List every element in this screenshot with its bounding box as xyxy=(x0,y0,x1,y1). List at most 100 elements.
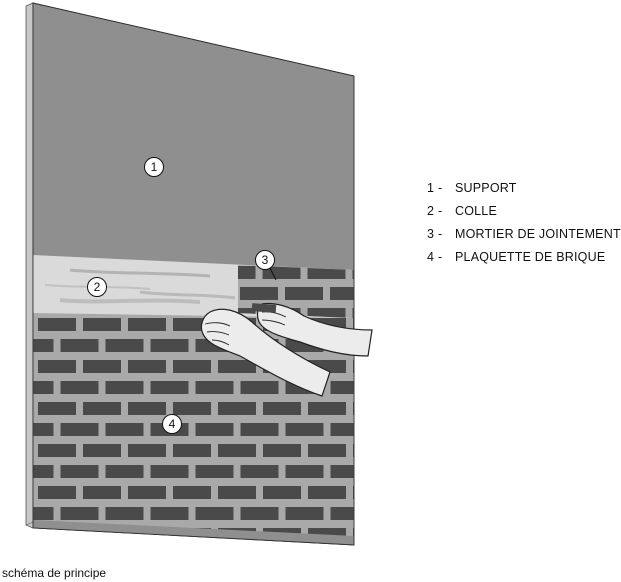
brick xyxy=(353,402,354,415)
brick xyxy=(240,423,279,436)
brick xyxy=(308,486,346,499)
brick xyxy=(128,402,166,415)
brick xyxy=(38,486,76,499)
callout-4: 4 xyxy=(162,414,182,434)
brick xyxy=(308,444,346,457)
held-brick-slip xyxy=(251,303,277,313)
brick xyxy=(0,528,31,541)
brick xyxy=(38,444,76,457)
brick xyxy=(240,287,278,300)
brick xyxy=(60,339,99,352)
brick xyxy=(307,308,346,318)
legend-label: COLLE xyxy=(455,204,497,218)
brick xyxy=(353,528,354,536)
brick xyxy=(263,444,301,457)
brick xyxy=(330,381,354,394)
brick xyxy=(218,486,256,499)
brick xyxy=(173,444,211,457)
brick xyxy=(83,360,121,373)
legend: 1-SUPPORT 2-COLLE 3-MORTIER DE JOINTEMEN… xyxy=(427,181,621,273)
brick xyxy=(195,507,234,520)
brick xyxy=(330,465,354,478)
brick xyxy=(218,444,256,457)
brick xyxy=(33,381,54,394)
callout-2-number: 2 xyxy=(94,280,101,294)
brick xyxy=(353,444,354,457)
callout-1: 1 xyxy=(144,157,164,177)
legend-number: 1 xyxy=(427,181,435,195)
brick xyxy=(83,318,121,331)
brick xyxy=(195,465,234,478)
brick xyxy=(263,486,301,499)
legend-label: SUPPORT xyxy=(455,181,517,195)
brick xyxy=(60,381,99,394)
brick xyxy=(173,402,211,415)
brick xyxy=(352,266,354,279)
legend-separator: - xyxy=(438,181,443,195)
left-arm xyxy=(200,308,331,397)
brick xyxy=(173,360,211,373)
brick xyxy=(240,507,279,520)
brick xyxy=(150,507,189,520)
brick xyxy=(352,308,354,318)
brick xyxy=(105,507,144,520)
brick xyxy=(33,339,54,352)
brick xyxy=(240,465,279,478)
legend-separator: - xyxy=(438,204,443,218)
brick xyxy=(38,360,76,373)
brick xyxy=(218,402,256,415)
brick xyxy=(173,486,211,499)
brick xyxy=(285,287,323,300)
diagram-caption: schéma de principe xyxy=(2,566,107,580)
brick xyxy=(353,360,354,373)
legend-label: PLAQUETTE DE BRIQUE xyxy=(455,250,606,264)
brick xyxy=(263,528,301,536)
callout-4-number: 4 xyxy=(169,417,176,431)
brick xyxy=(285,507,324,520)
legend-separator: - xyxy=(438,250,443,264)
brick xyxy=(105,465,144,478)
brick xyxy=(307,266,346,279)
brick xyxy=(60,423,99,436)
brick xyxy=(238,266,256,279)
legend-item-brique: 4-PLAQUETTE DE BRIQUE xyxy=(427,250,621,273)
brick xyxy=(195,381,234,394)
brick xyxy=(33,507,54,520)
brick xyxy=(240,381,279,394)
brick xyxy=(150,465,189,478)
brick xyxy=(105,423,144,436)
callout-2: 2 xyxy=(87,277,107,297)
brick xyxy=(308,528,346,536)
brick xyxy=(330,507,354,520)
legend-item-support: 1-SUPPORT xyxy=(427,181,621,204)
brick xyxy=(195,423,234,436)
legend-item-colle: 2-COLLE xyxy=(427,204,621,227)
brick xyxy=(150,381,189,394)
brick xyxy=(285,423,324,436)
legend-number: 4 xyxy=(427,250,435,264)
brick xyxy=(238,308,256,318)
brick xyxy=(128,318,166,331)
callout-3: 3 xyxy=(255,250,275,270)
brick xyxy=(330,287,354,300)
brick xyxy=(38,402,76,415)
brick xyxy=(60,465,99,478)
legend-number: 3 xyxy=(427,227,435,241)
callout-3-number: 3 xyxy=(262,253,269,267)
brick xyxy=(263,402,301,415)
brick xyxy=(105,381,144,394)
brick xyxy=(330,423,354,436)
brick xyxy=(128,486,166,499)
brick xyxy=(83,402,121,415)
brick xyxy=(33,465,54,478)
legend-separator: - xyxy=(438,227,443,241)
legend-item-mortier: 3-MORTIER DE JOINTEMENT xyxy=(427,227,621,250)
brick xyxy=(308,402,346,415)
legend-number: 2 xyxy=(427,204,435,218)
brick xyxy=(262,266,301,279)
callout-1-number: 1 xyxy=(151,160,158,174)
brick xyxy=(128,360,166,373)
brick xyxy=(218,360,256,373)
panel-edge xyxy=(25,2,34,529)
brick xyxy=(83,444,121,457)
